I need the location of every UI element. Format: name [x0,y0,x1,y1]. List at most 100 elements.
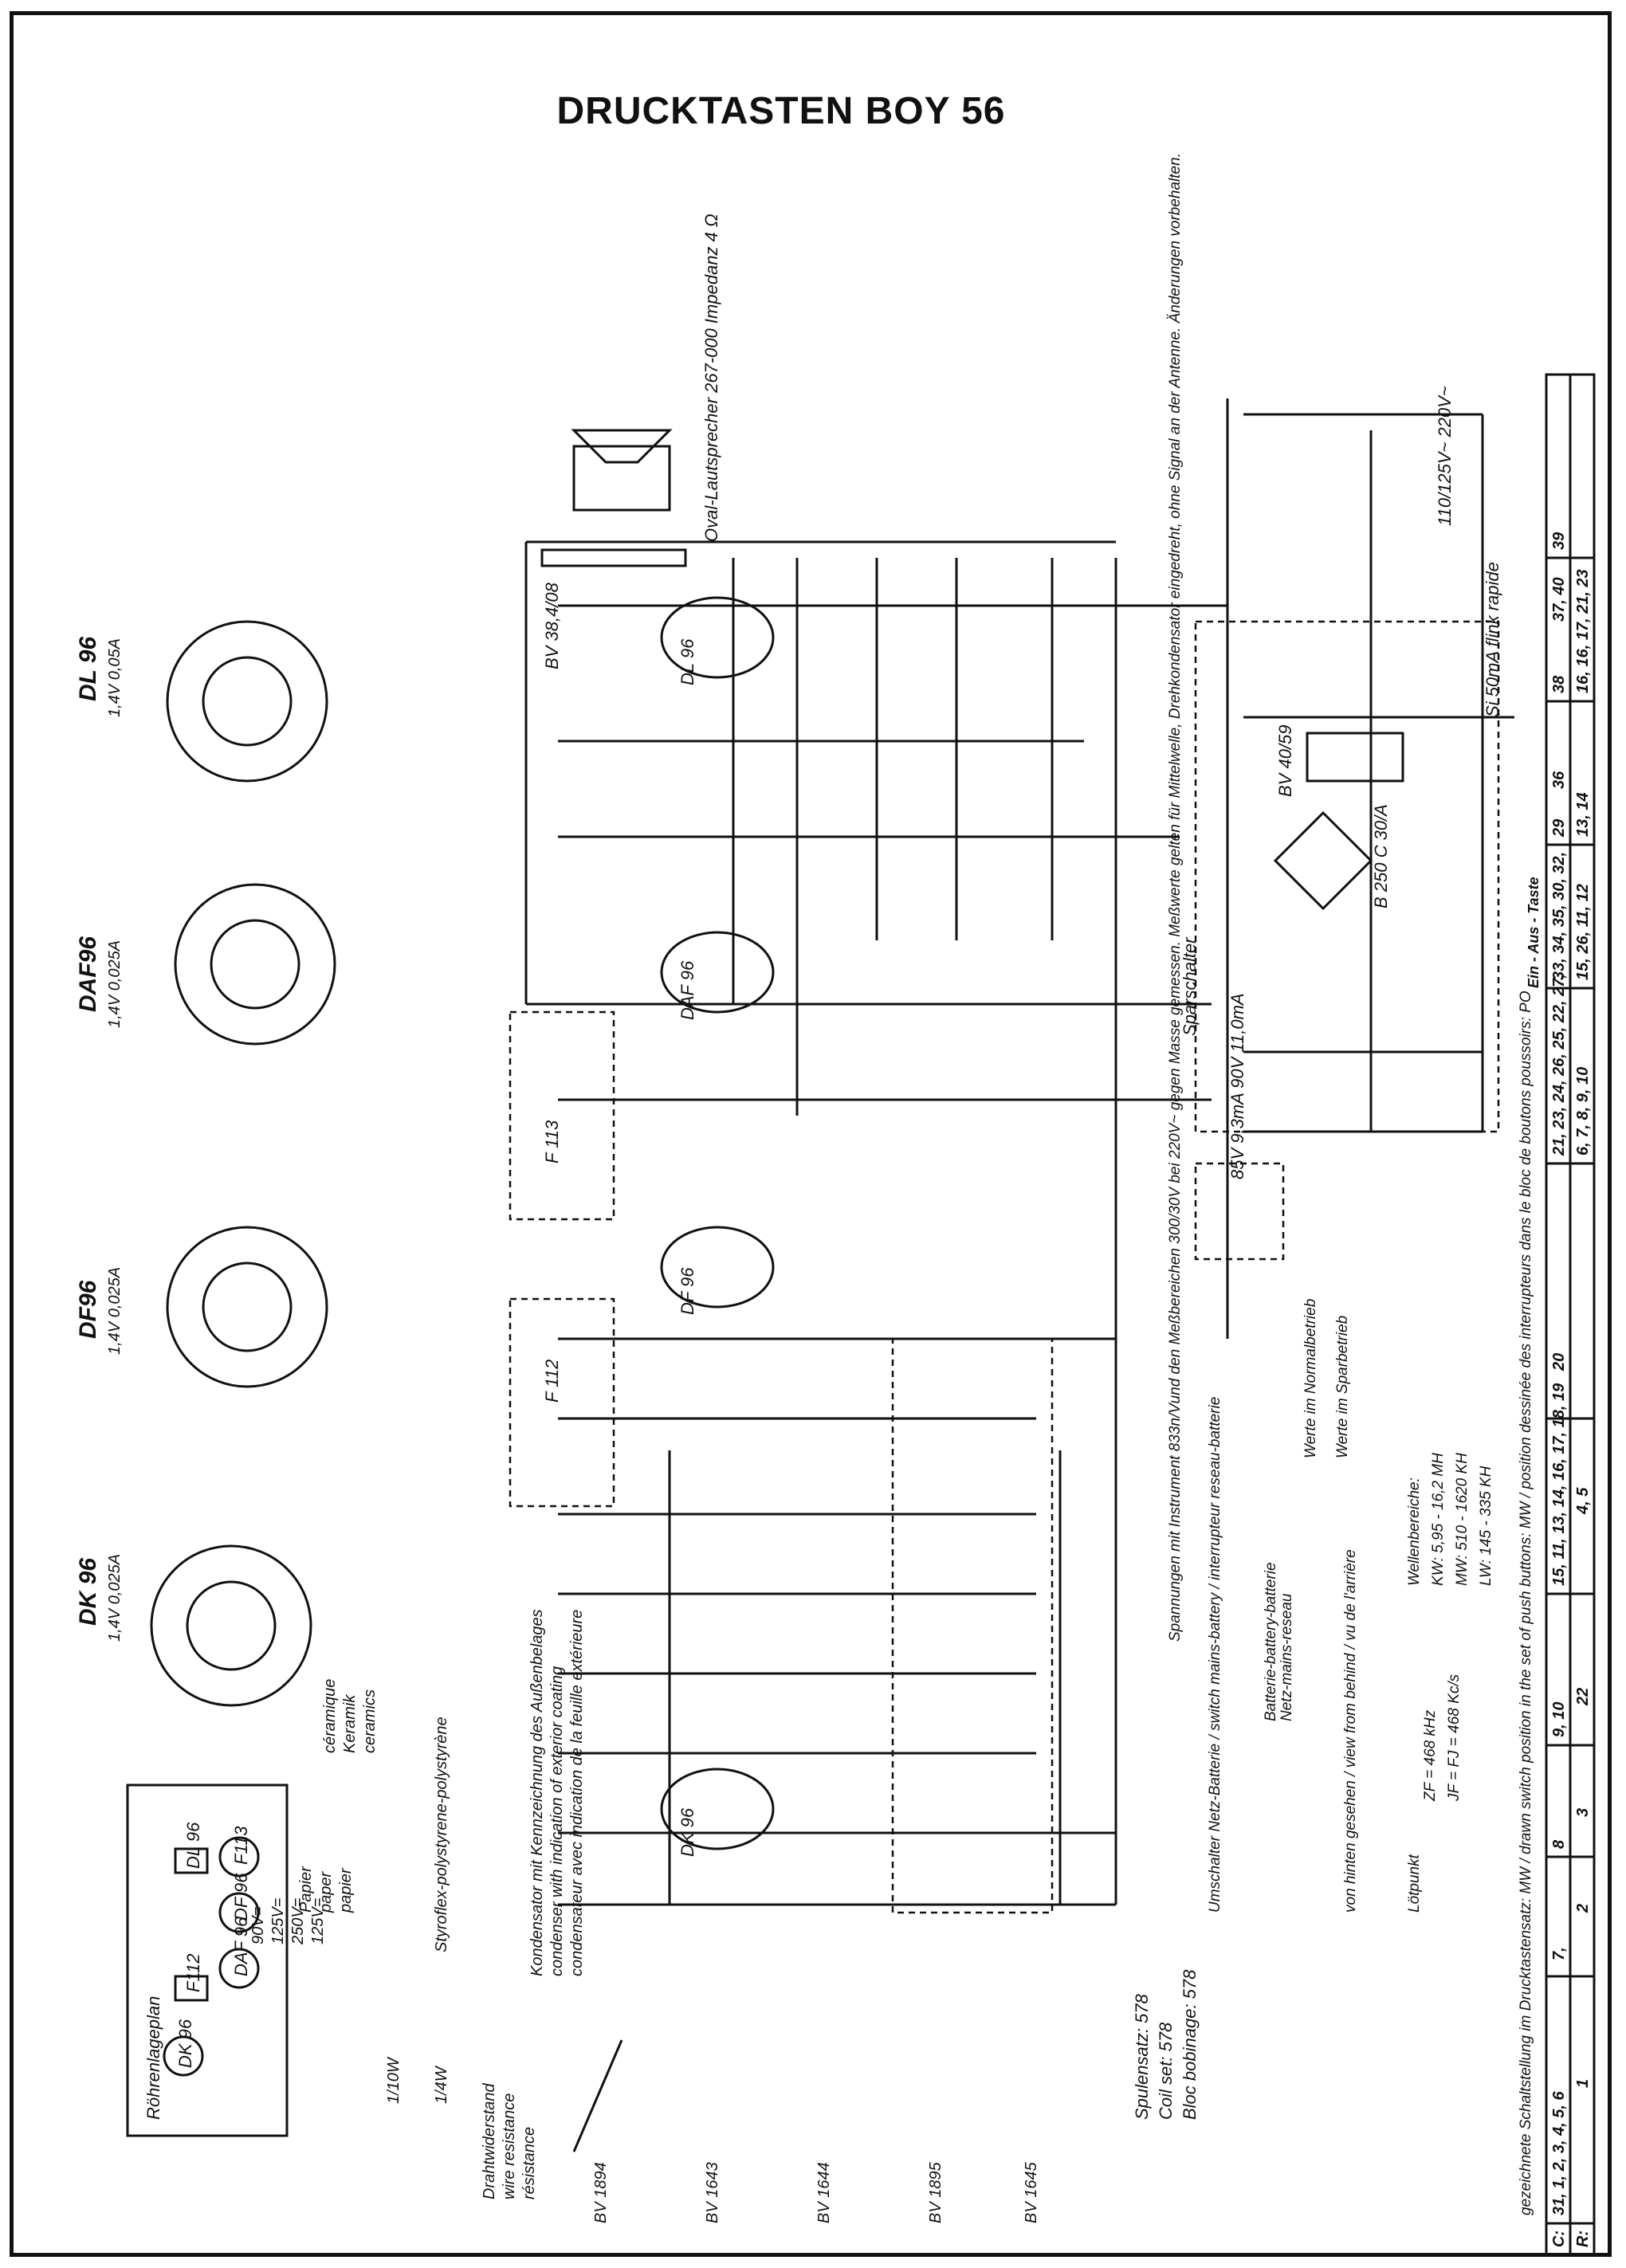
tube-dk96 [660,1768,775,1850]
table-r-4: 22 [1574,1688,1592,1706]
table-r-9: 16, 16, 17, 21, 23 [1574,569,1592,693]
table-r-label: R: [1574,2231,1592,2247]
dk96-spec: 1,4V 0,025A [106,1554,124,1642]
note-if1: ZF = 468 kHz [1422,1709,1439,1802]
label-fuse: Si 50mA flink rapide [1483,562,1502,717]
label-sparschalter: Sparschalter [1180,936,1200,1036]
label-output-transformer: BV 38,4/08 [542,582,562,669]
label-df96: DF 96 [678,1267,697,1315]
legend-paper-en: paper [317,1871,335,1913]
table-c-10: 36 [1550,771,1568,789]
note-switch: Umschalter Netz-Batterie / switch mains-… [1207,1397,1223,1913]
table-c-12: 37, 40 [1550,577,1568,622]
legend-paper-fr: papier [337,1867,355,1913]
page-title: DRUCKTASTEN BOY 56 [556,90,1006,132]
sheet-border [10,11,1612,2257]
note-values-normal: Werte im Normalbetrieb [1302,1299,1319,1458]
legend-ceramic: céramique [321,1679,339,1753]
table-c-1: 31, 1, 2, 3, 4, 5, 6 [1550,2090,1568,2215]
label-coil-set-en: Coil set: 578 [1156,2022,1176,2120]
tube-layout-title: Röhrenlageplan [143,1996,163,2120]
legend-wire-resistor-en: wire resistance [501,2093,518,2199]
dl96-pinout [166,620,328,783]
label-coil-set-fr: Bloc bobinage: 578 [1180,1969,1200,2120]
table-r-5: 4, 5 [1574,1487,1592,1515]
label-voltages: 85V 9,3mA 90V 11,0mA [1227,993,1247,1179]
rectifier [1273,810,1373,911]
coil-bv1895: BV 1895 [927,2161,945,2223]
layout-dk96: DK 96 [175,2019,195,2068]
table-c-3: 8 [1550,1839,1568,1849]
table-c-11: 38 [1550,675,1568,693]
legend-capnote-en: condenser with indication of exterior co… [548,1666,566,1976]
label-mains-voltage: 110/125V~ 220V~ [1435,386,1455,526]
dl96-name: DL 96 [75,637,101,701]
note-wavebands: Wellenbereiche: [1406,1477,1423,1586]
dk96-pinout [150,1544,312,1707]
df96-pinout [166,1226,328,1388]
table-c-6: 20 [1550,1353,1568,1371]
legend-capnote-fr: condensateur avec indication de la feuil… [568,1610,586,1976]
legend-cap-90v: 90V= [249,1907,267,1944]
layout-dl96: DL 96 [183,1822,203,1869]
label-dl96: DL 96 [678,638,697,685]
label-dk96: DK 96 [678,1807,697,1857]
note-kw: KW: 5,95 - 16,2 MH [1430,1453,1447,1586]
label-speaker: Oval-Lautsprecher 267-000 Impedanz 4 Ω [701,214,721,542]
coil-bv1645: BV 1645 [1023,2161,1040,2223]
legend-styroflex: Styroflex-polystyrene-polystyrène [433,1717,450,1952]
note-if2: JF = FJ = 468 Kc/s [1446,1674,1463,1802]
table-c-13: 39 [1550,532,1568,550]
note-solder: Lötpunkt [1406,1854,1423,1913]
legend-wire-resistor: Drahtwiderstand [481,2082,498,2199]
note-mw: MW: 510 - 1620 KH [1454,1453,1471,1586]
legend-wire-resistor-fr: résistance [520,2127,538,2199]
tube-dl96 [660,596,775,679]
table-r-7: 15, 26, 11, 12 [1574,884,1592,980]
legend-resistor-2: 1/4W [433,2065,450,2104]
table-ein-aus: Ein - Aus - Taste [1526,877,1542,988]
label-daf96: DAF 96 [678,960,697,1020]
table-r-3: 3 [1574,1808,1592,1817]
mains-transformer [1306,732,1404,783]
f113-shield [509,1010,615,1221]
coil-bv1643: BV 1643 [704,2162,721,2223]
dl96-spec: 1,4V 0,05A [106,638,124,717]
note-switch-position: gezeichnete Schaltstellung im Drucktaste… [1518,991,1534,2215]
table-r-2: 2 [1574,1904,1592,1913]
legend-ceramics: ceramics [361,1689,379,1753]
table-r-6: 6, 7, 8, 9, 10 [1574,1067,1592,1156]
label-f112: F 112 [542,1360,562,1403]
df96-spec: 1,4V 0,025A [106,1267,124,1355]
bottom-table [1545,373,1596,2257]
speaker-icon [572,445,671,512]
legend-resistor-1: 1/10W [385,2056,403,2104]
daf96-name: DAF96 [75,936,101,1012]
table-c-4: 9, 10 [1550,1702,1568,1737]
label-rectifier: B 250 C 30/A [1371,804,1391,908]
layout-f112: F112 [183,1953,203,1992]
label-mains-transformer: BV 40/59 [1275,724,1295,797]
table-c-8: 33, 34, 35, 30, 32, [1550,852,1568,980]
output-transformer [540,548,687,567]
daf96-pinout [174,883,336,1046]
daf96-spec: 1,4V 0,025A [106,940,124,1028]
table-c-7: 21, 23, 24, 26, 25, 22, 27, [1550,974,1568,1156]
tube-daf96 [660,931,775,1014]
table-c-5: 15, 11, 13, 14, 16, 17, 18, 19 [1550,1383,1568,1586]
f112-shield [509,1297,615,1508]
tube-df96 [660,1226,775,1309]
legend-cap-250v: 250V= [289,1898,307,1945]
table-r-8: 13, 14 [1574,792,1592,837]
label-f113: F 113 [542,1120,562,1163]
df96-name: DF96 [75,1280,101,1339]
layout-df96: DF 96 [231,1873,251,1921]
table-c-label: C: [1550,2231,1568,2247]
dk96-name: DK 96 [75,1558,101,1626]
legend-keramik: Keramik [341,1694,359,1753]
note-battery: Batterie-battery-batterie [1263,1562,1279,1721]
table-c-9: 29 [1550,818,1568,838]
tube-layout-box [126,1783,289,2137]
